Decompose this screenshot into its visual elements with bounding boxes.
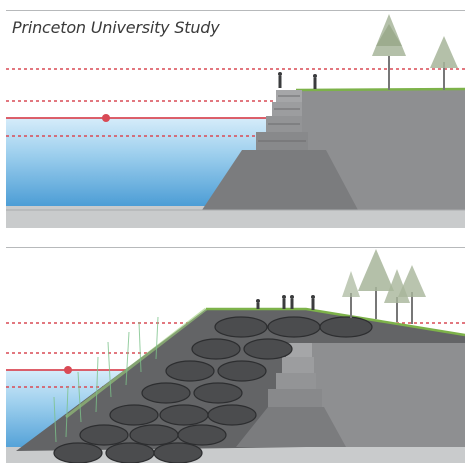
water-level-marker (102, 114, 110, 122)
grass-strip (295, 87, 465, 92)
boulder-icon (105, 442, 155, 463)
boulder-icon (207, 404, 257, 426)
boulder-icon (165, 360, 215, 382)
boulder-icon (159, 404, 209, 426)
grass-strip (206, 307, 465, 337)
person-icon (311, 295, 315, 310)
tree-icon (372, 14, 406, 90)
boulder-icon (267, 316, 321, 338)
boulder-icon (53, 442, 103, 463)
reed-icon (65, 307, 207, 419)
proposed-boulder-berm-diagram (6, 247, 465, 463)
tree-icon (342, 271, 360, 318)
person-icon (278, 72, 282, 88)
water-level-marker (64, 366, 72, 374)
reed-icon (53, 316, 159, 443)
person-icon (282, 295, 286, 309)
boulder-icon (79, 424, 129, 446)
boulder-icon (177, 424, 227, 446)
boulder-icon (141, 382, 191, 404)
boulder-icon (214, 316, 268, 338)
boulder-icon (109, 404, 159, 426)
diagram-panel-existing: Princeton University Study (6, 10, 465, 228)
diagram-panel-proposed (6, 247, 465, 463)
tree-icon (430, 36, 458, 90)
boulder-icon (191, 338, 241, 360)
person-icon (313, 74, 317, 89)
seawall (202, 90, 358, 210)
diagram-title: Princeton University Study (12, 18, 220, 37)
boulder-icon (193, 382, 243, 404)
tree-icon (398, 265, 426, 324)
person-icon (256, 299, 260, 309)
tree-icon (358, 249, 394, 319)
boulder-icon (129, 424, 179, 446)
boulder-icon (217, 360, 267, 382)
seawall (236, 343, 346, 447)
boulder-icon (319, 316, 373, 338)
boulder-icon (243, 338, 293, 360)
boulder-icon (153, 442, 203, 463)
boulder-group (53, 316, 373, 463)
seabed (6, 206, 465, 228)
existing-seawall-diagram (6, 10, 465, 228)
person-icon (290, 295, 294, 309)
